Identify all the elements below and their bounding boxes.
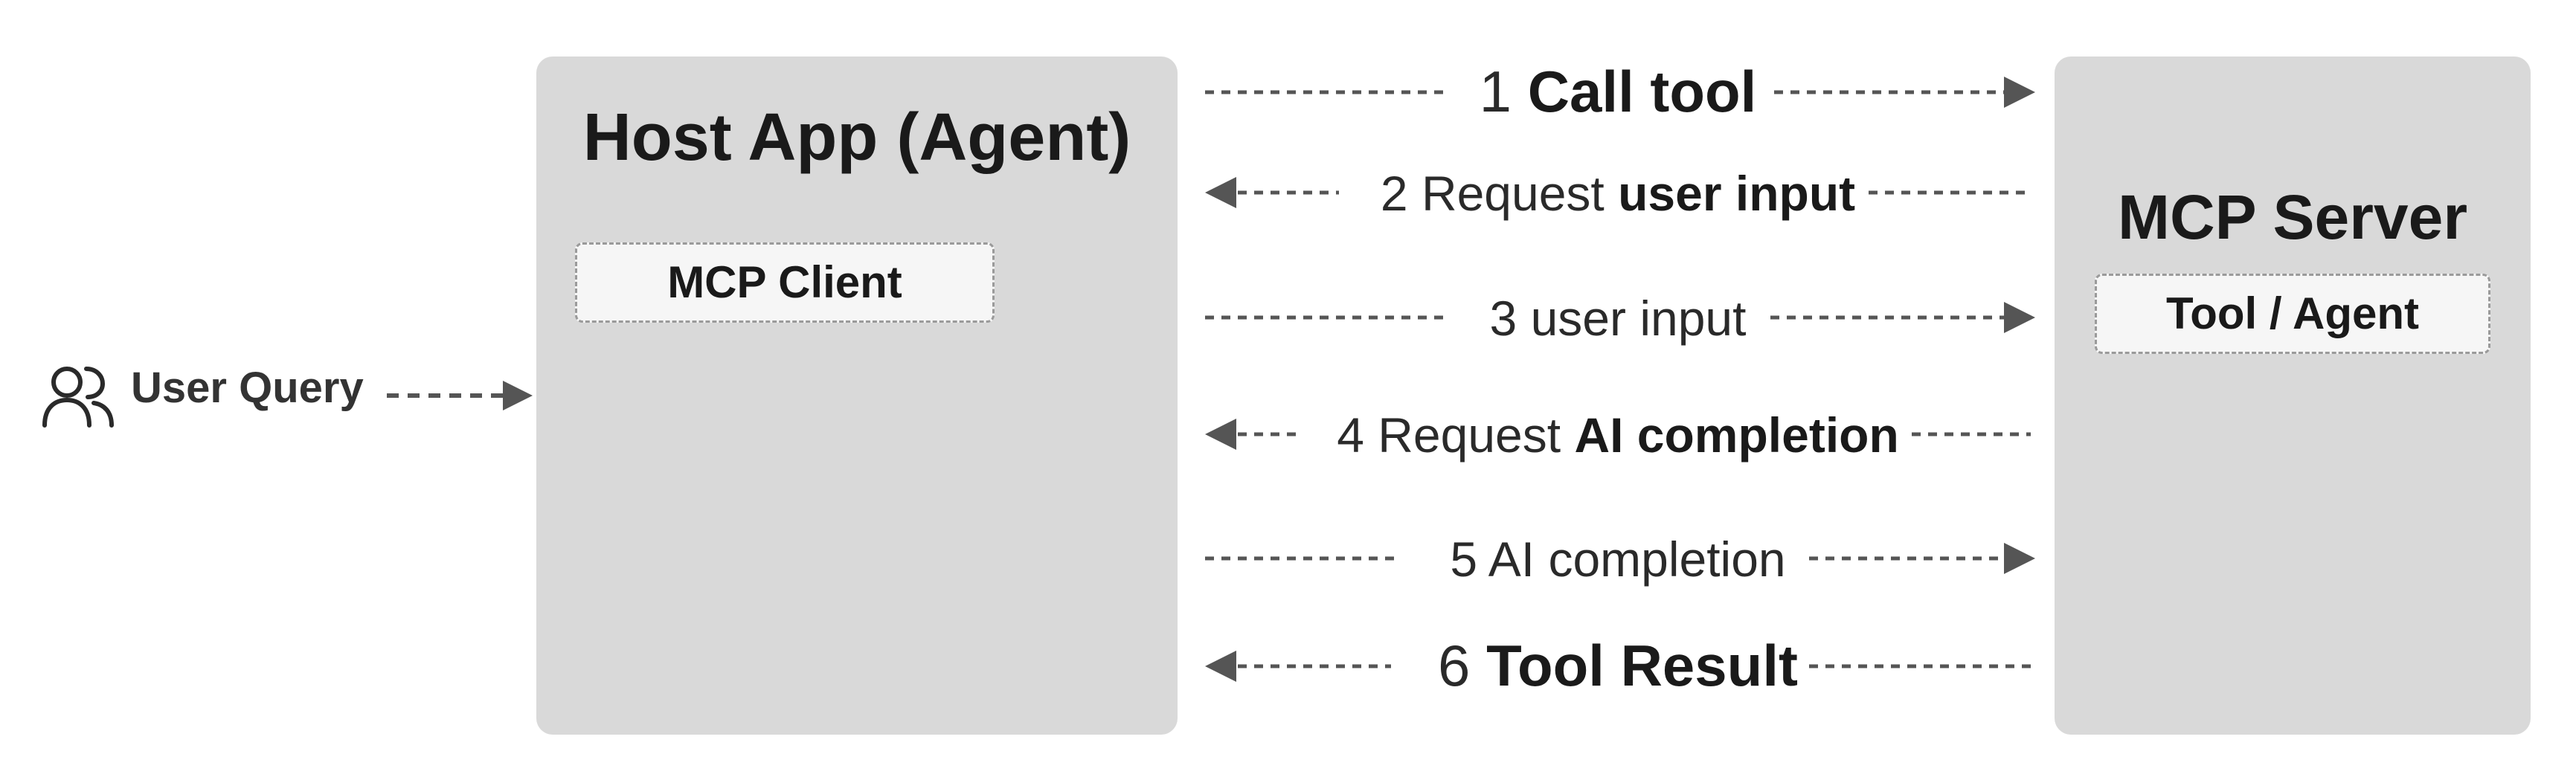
step-1-bold: Call tool: [1527, 59, 1757, 124]
step-3-arrow: [1205, 302, 2035, 333]
step-2-label: 2 Request user input: [1201, 165, 2034, 222]
step-4-bold: AI completion: [1574, 407, 1899, 462]
tool-agent-box: Tool / Agent: [2095, 274, 2490, 354]
step-4-arrow: [1205, 419, 2031, 450]
step-4-text: Request: [1378, 407, 1561, 462]
step-1-number: 1: [1479, 59, 1512, 124]
step-2-arrow: [1205, 177, 2031, 208]
step-1-arrow: [1205, 77, 2035, 108]
step-6-bold: Tool Result: [1486, 633, 1798, 698]
user-query-label: User Query: [131, 364, 364, 412]
step-3-text: user input: [1530, 291, 1747, 346]
mcp-client-box: MCP Client: [575, 242, 995, 323]
step-5-label: 5 AI completion: [1201, 531, 2034, 587]
mcp-server-box: MCP Server Tool / Agent: [2055, 57, 2531, 735]
user-query-arrow: [387, 381, 533, 410]
users-icon: [42, 367, 114, 428]
mcp-server-title: MCP Server: [2117, 182, 2468, 252]
step-2-text: Request: [1421, 166, 1605, 221]
step-6-number: 6: [1438, 633, 1471, 698]
step-6-arrow: [1205, 651, 2031, 682]
step-1-label: 1 Call tool: [1201, 58, 2034, 126]
step-2-number: 2: [1380, 166, 1408, 221]
step-3-label: 3 user input: [1201, 290, 2034, 347]
step-4-number: 4: [1337, 407, 1364, 462]
step-3-number: 3: [1489, 291, 1517, 346]
step-5-number: 5: [1450, 532, 1478, 587]
host-app-box: Host App (Agent) MCP Client: [536, 57, 1178, 735]
step-5-text: AI completion: [1488, 532, 1786, 587]
step-5-arrow: [1205, 543, 2035, 574]
step-4-label: 4 Request AI completion: [1201, 407, 2034, 463]
step-2-bold: user input: [1618, 166, 1856, 221]
host-app-title: Host App (Agent): [582, 100, 1131, 175]
step-6-label: 6 Tool Result: [1201, 632, 2034, 700]
